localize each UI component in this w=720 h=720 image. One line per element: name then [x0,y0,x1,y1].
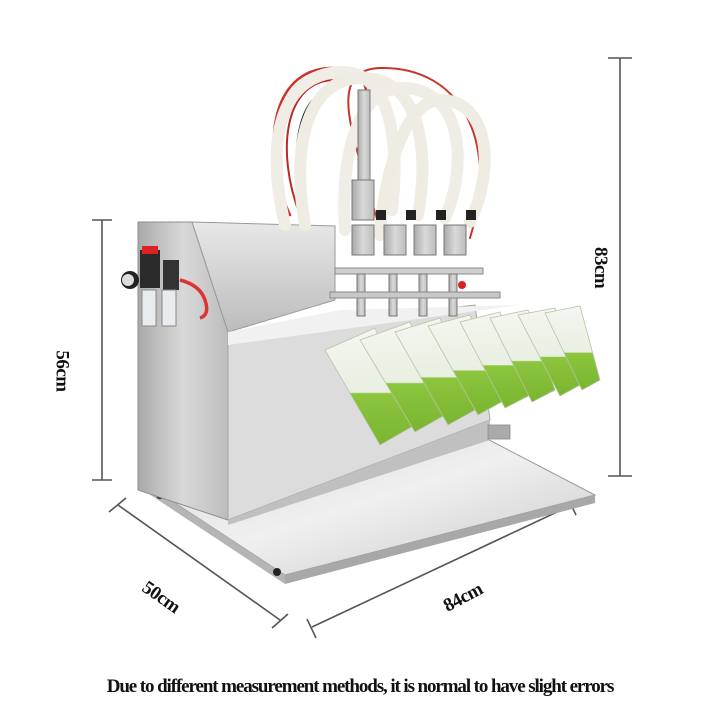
air-regulator [121,246,209,327]
height-body-label: 56cm [51,350,73,392]
filling-heads [329,89,501,317]
cabinet [137,221,520,525]
pouches [324,305,601,446]
measurement-disclaimer: Due to different measurement methods, it… [106,676,615,697]
height-total-label: 83cm [590,247,611,289]
hoses [270,65,491,241]
